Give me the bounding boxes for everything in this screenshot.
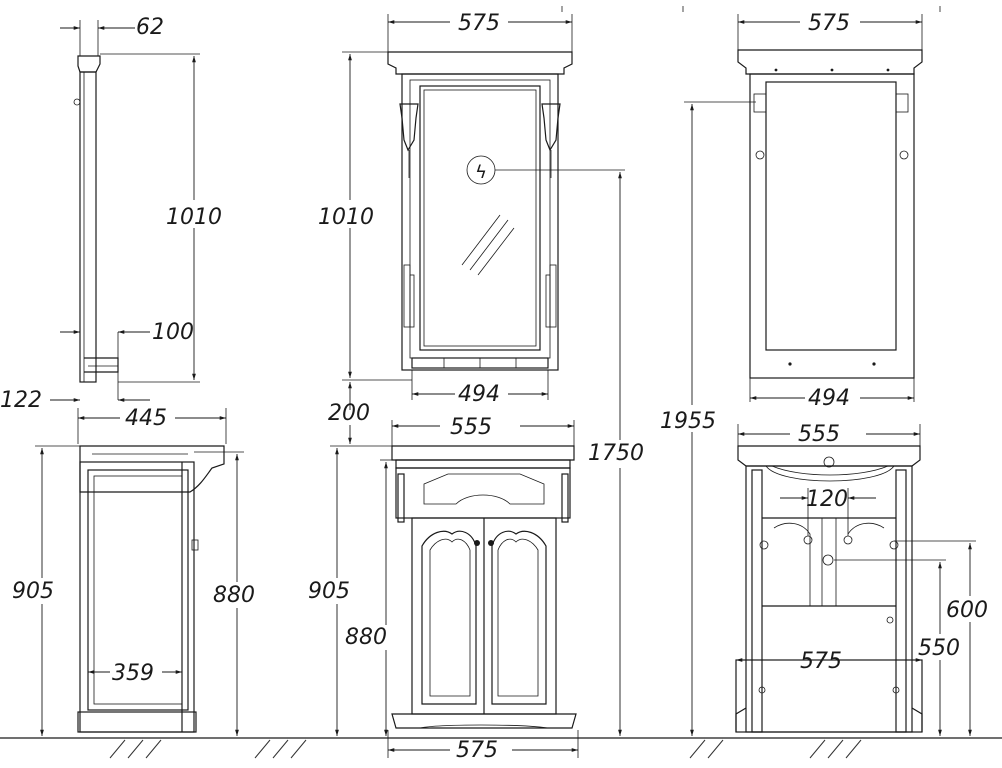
dim-back-width: 575 <box>808 11 850 36</box>
dim-front-bottom-width: 575 <box>456 738 498 763</box>
mirror-side-view <box>73 55 119 383</box>
cabinet-back-view <box>735 445 923 733</box>
dim-cabinet-top-width: 555 <box>450 415 492 440</box>
power-symbol-icon: ϟ <box>475 162 487 183</box>
dim-back-inner-width: 494 <box>808 386 850 411</box>
dim-back-total-height: 1955 <box>660 409 716 434</box>
dim-mirror-height-front: 1010 <box>318 205 374 230</box>
mirror-back-dimensions: 575 494 1955 <box>660 11 923 736</box>
floor-line <box>0 737 1002 759</box>
dim-mirror-height: 1010 <box>166 205 222 230</box>
dim-water-height: 550 <box>918 636 960 661</box>
dim-back-cabinet-top-width: 555 <box>798 422 840 447</box>
dim-cabinet-depth: 445 <box>125 406 167 431</box>
dim-cabinet-body-height: 880 <box>213 583 255 608</box>
dim-front-total-height: 905 <box>308 579 350 604</box>
dim-cabinet-total-height: 905 <box>12 579 54 604</box>
mirror-back-view <box>737 49 923 379</box>
dim-depth: 122 <box>0 388 42 413</box>
mirror-side-dimensions: 62 1010 100 122 <box>0 15 222 413</box>
dim-front-body-height: 880 <box>345 625 387 650</box>
dim-shelf: 100 <box>152 320 194 345</box>
dim-inner-width: 494 <box>458 382 500 407</box>
dim-drain-height: 600 <box>946 598 988 623</box>
dim-connection-spacing: 120 <box>806 487 848 512</box>
cabinet-back-dimensions: 555 120 600 550 575 <box>736 422 988 736</box>
dim-mirror-width: 575 <box>458 11 500 36</box>
dim-total-height: 1750 <box>588 441 644 466</box>
cabinet-front-dimensions: 555 905 880 575 <box>308 415 579 763</box>
border-marks <box>561 6 941 12</box>
cabinet-front-view <box>391 445 577 729</box>
dim-back-bottom-width: 575 <box>800 649 842 674</box>
cabinet-side-dimensions: 445 905 880 359 <box>12 406 255 736</box>
mirror-front-dimensions: 575 1010 494 200 1750 <box>318 11 644 736</box>
dim-gap: 200 <box>328 401 370 426</box>
cabinet-side-view <box>77 445 225 733</box>
dim-cabinet-inner-depth: 359 <box>112 661 154 686</box>
dim-top-width: 62 <box>136 15 164 40</box>
mirror-front-view: ϟ <box>387 51 573 371</box>
